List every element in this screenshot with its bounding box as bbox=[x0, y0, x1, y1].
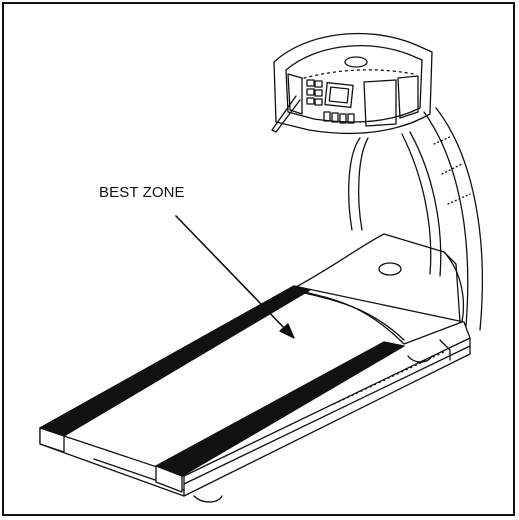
console-keypad bbox=[323, 111, 355, 124]
figure-frame: BEST ZONE bbox=[2, 2, 515, 516]
upright-arms bbox=[348, 107, 484, 331]
console-display bbox=[324, 82, 354, 108]
best-zone-label: BEST ZONE bbox=[99, 184, 185, 201]
console-handle bbox=[271, 95, 301, 133]
belt-stripe-right bbox=[155, 341, 405, 477]
motor-hood bbox=[291, 233, 465, 345]
console bbox=[271, 32, 433, 135]
treadmill-illustration bbox=[39, 32, 484, 503]
callout-arrow bbox=[175, 215, 295, 339]
logo-oval bbox=[344, 56, 368, 68]
hood-oval bbox=[378, 262, 402, 276]
console-buttons-left bbox=[306, 79, 323, 106]
